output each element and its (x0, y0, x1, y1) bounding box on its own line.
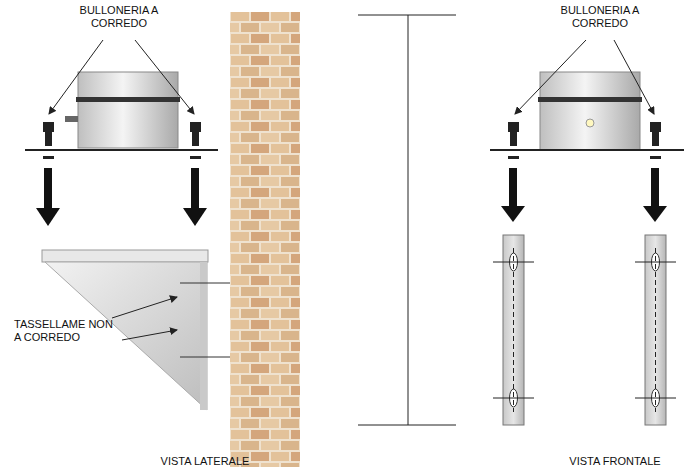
view-title: VISTA FRONTALE (550, 455, 680, 468)
part-label: BULLONERIA A CORREDO (64, 4, 174, 30)
part-label: TASSELLAME NON A CORREDO (14, 318, 114, 344)
part-label: BULLONERIA A CORREDO (545, 4, 655, 30)
view-title: VISTA LATERALE (140, 455, 270, 468)
